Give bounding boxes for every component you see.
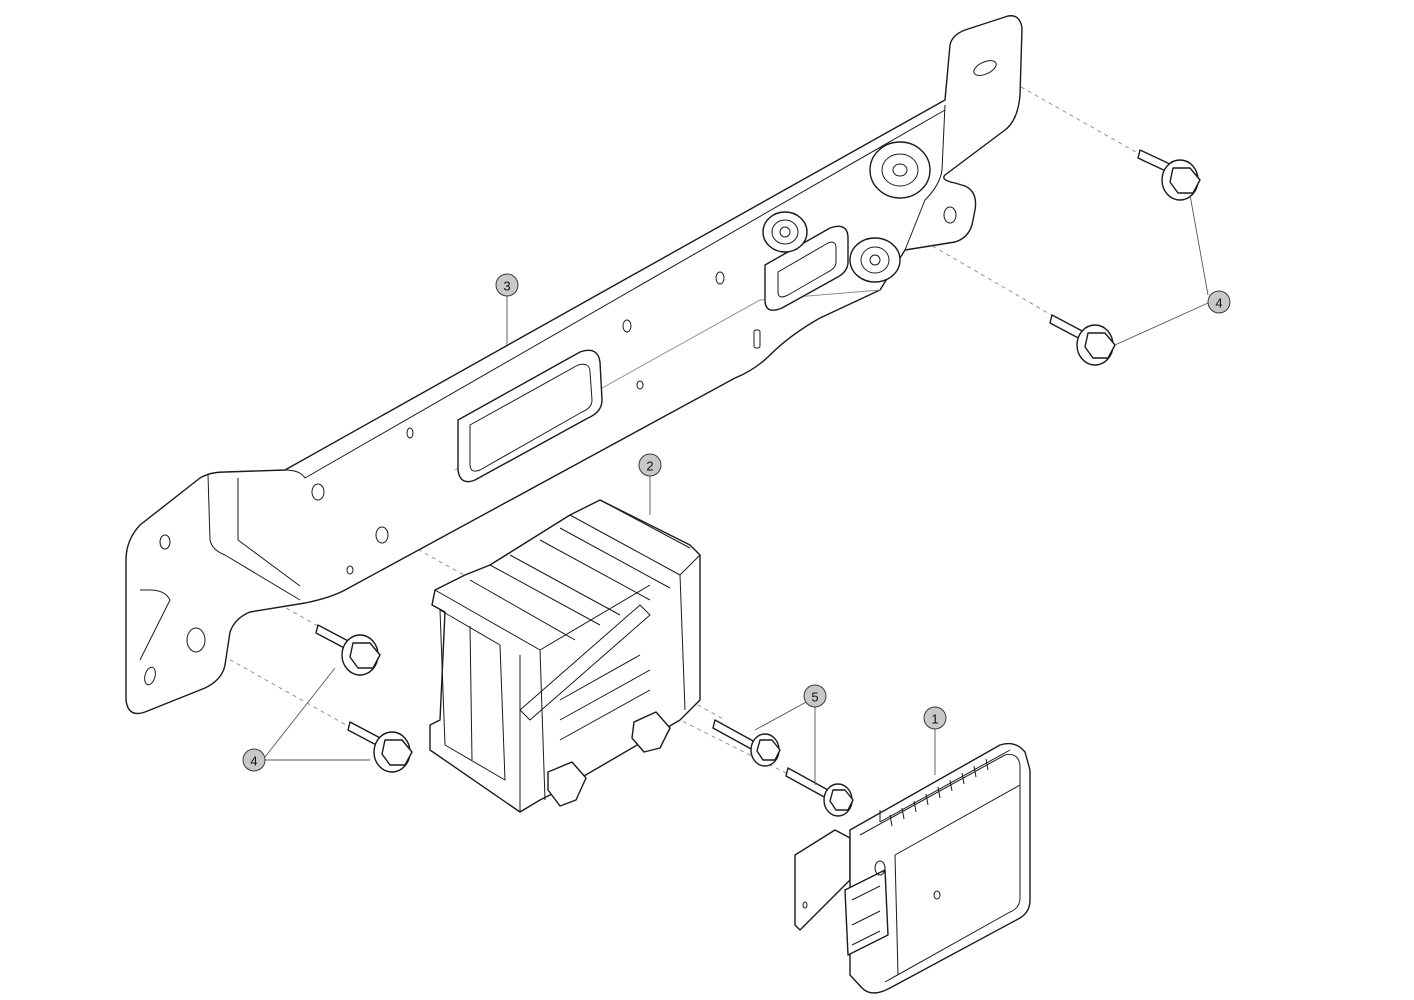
callout-3: 3 xyxy=(495,273,519,297)
callout-1-label: 1 xyxy=(931,712,938,727)
bolt-lower-2 xyxy=(347,721,413,773)
callout-3-label: 3 xyxy=(503,279,510,294)
callout-leader-lines xyxy=(264,194,1209,785)
callout-2-label: 2 xyxy=(646,459,653,474)
bolt-lower-1 xyxy=(315,624,381,676)
screw-2 xyxy=(785,767,854,817)
callout-4-lower: 4 xyxy=(242,748,266,772)
callout-2: 2 xyxy=(638,453,662,477)
control-module xyxy=(794,742,1031,994)
module-cooling-fins xyxy=(889,758,989,827)
mounting-bracket xyxy=(125,15,1023,715)
callout-1: 1 xyxy=(923,706,947,730)
callout-5-label: 5 xyxy=(811,690,818,705)
bolt-upper-1 xyxy=(1137,149,1201,201)
screw-1 xyxy=(712,719,781,767)
callout-5: 5 xyxy=(803,684,827,708)
callout-4-upper: 4 xyxy=(1207,290,1231,314)
module-holder xyxy=(429,499,701,813)
callout-4-upper-label: 4 xyxy=(1215,296,1222,311)
callout-4-lower-label: 4 xyxy=(250,754,257,769)
bolt-upper-2 xyxy=(1049,314,1116,366)
